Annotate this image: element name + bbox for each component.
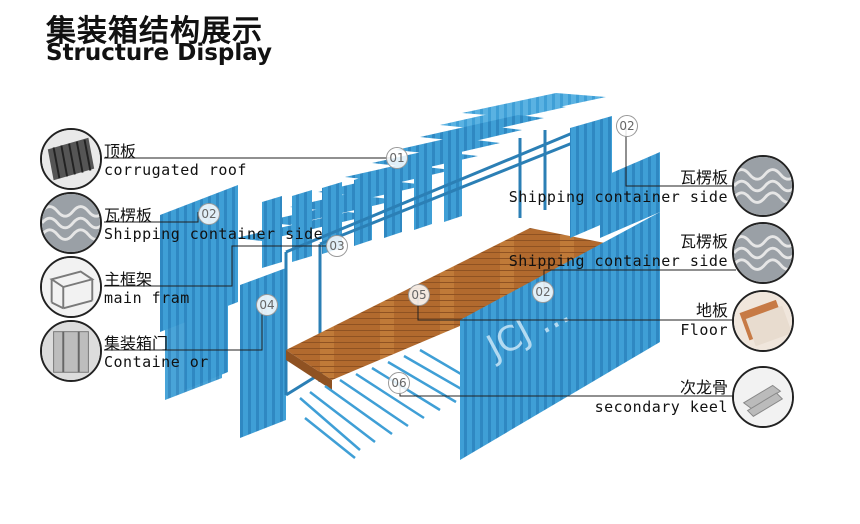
label-side-left-cn: 瓦楞板 bbox=[104, 206, 153, 225]
label-floor-en: Floor bbox=[680, 321, 728, 339]
marker-side-left: 02 bbox=[198, 203, 220, 225]
label-keel-en: secondary keel bbox=[594, 398, 728, 416]
label-side-right-en: Shipping container side bbox=[508, 252, 728, 270]
marker-side-top: 02 bbox=[616, 115, 638, 137]
label-side-right-cn: 瓦楞板 bbox=[679, 232, 728, 251]
label-floor-cn: 地板 bbox=[695, 301, 728, 320]
label-side-top-cn: 瓦楞板 bbox=[679, 168, 728, 187]
label-door-cn: 集装箱门 bbox=[104, 334, 169, 353]
label-roof-cn: 顶板 bbox=[104, 142, 137, 161]
corrugated-wave-sample-icon bbox=[40, 192, 102, 254]
right-side-wall bbox=[460, 116, 660, 460]
marker-roof: 01 bbox=[386, 147, 408, 169]
page-title-cn: 集装箱结构展示 bbox=[46, 14, 263, 49]
marker-keel: 06 bbox=[388, 372, 410, 394]
label-roof-en: corrugated roof bbox=[104, 161, 247, 179]
label-side-top-en: Shipping container side bbox=[508, 188, 728, 206]
label-frame-en: main fram bbox=[104, 289, 190, 307]
corrugated-wave-sample-icon-right-top bbox=[732, 155, 794, 217]
marker-door: 04 bbox=[256, 294, 278, 316]
marker-side-right: 02 bbox=[532, 281, 554, 303]
marker-frame: 03 bbox=[326, 235, 348, 257]
marker-floor: 05 bbox=[408, 284, 430, 306]
label-side-left-en: Shipping container side bbox=[104, 225, 324, 243]
label-door-en: Containe or bbox=[104, 353, 209, 371]
label-frame-cn: 主框架 bbox=[104, 270, 153, 289]
label-keel-cn: 次龙骨 bbox=[679, 378, 728, 397]
corrugated-wave-sample-icon-right bbox=[732, 222, 794, 284]
frame-sample-icon bbox=[40, 256, 102, 318]
steel-keel-sample-icon bbox=[732, 366, 794, 428]
door-sample-icon bbox=[40, 320, 102, 382]
floor-surface bbox=[286, 228, 640, 380]
page-title-en: Structure Display bbox=[46, 40, 273, 66]
floor-board-sample-icon bbox=[732, 290, 794, 352]
corrugated-roof-sample-icon bbox=[40, 128, 102, 190]
